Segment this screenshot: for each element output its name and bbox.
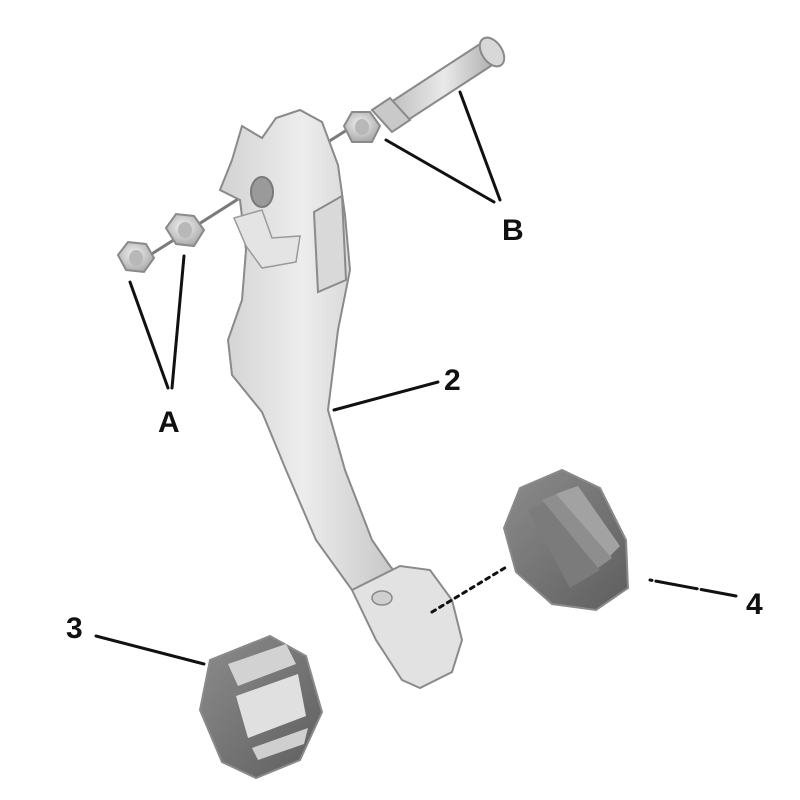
leader-a-left (128, 280, 170, 390)
callout-label-4: 4 (746, 588, 763, 621)
leader-pad-link (430, 564, 510, 614)
leader-lines (94, 90, 738, 666)
callout-label-3: 3 (66, 612, 83, 645)
pivot-bolt (370, 36, 506, 134)
leader-4 (648, 578, 738, 598)
pedal-pad-3 (198, 634, 324, 780)
callout-label-a: A (158, 406, 180, 439)
leader-2 (332, 380, 440, 412)
callout-label-2: 2 (444, 364, 461, 397)
callout-label-b: B (502, 214, 524, 247)
nut-a-lower (116, 240, 156, 274)
pedal-arm (218, 108, 464, 690)
leader-3 (94, 634, 206, 666)
nut-b (342, 111, 382, 143)
leader-a-right (170, 254, 186, 390)
leader-b-upper (458, 90, 502, 202)
leader-b-lower (384, 138, 496, 204)
pedal-pad-4 (502, 468, 630, 612)
nut-a-upper (164, 212, 206, 248)
